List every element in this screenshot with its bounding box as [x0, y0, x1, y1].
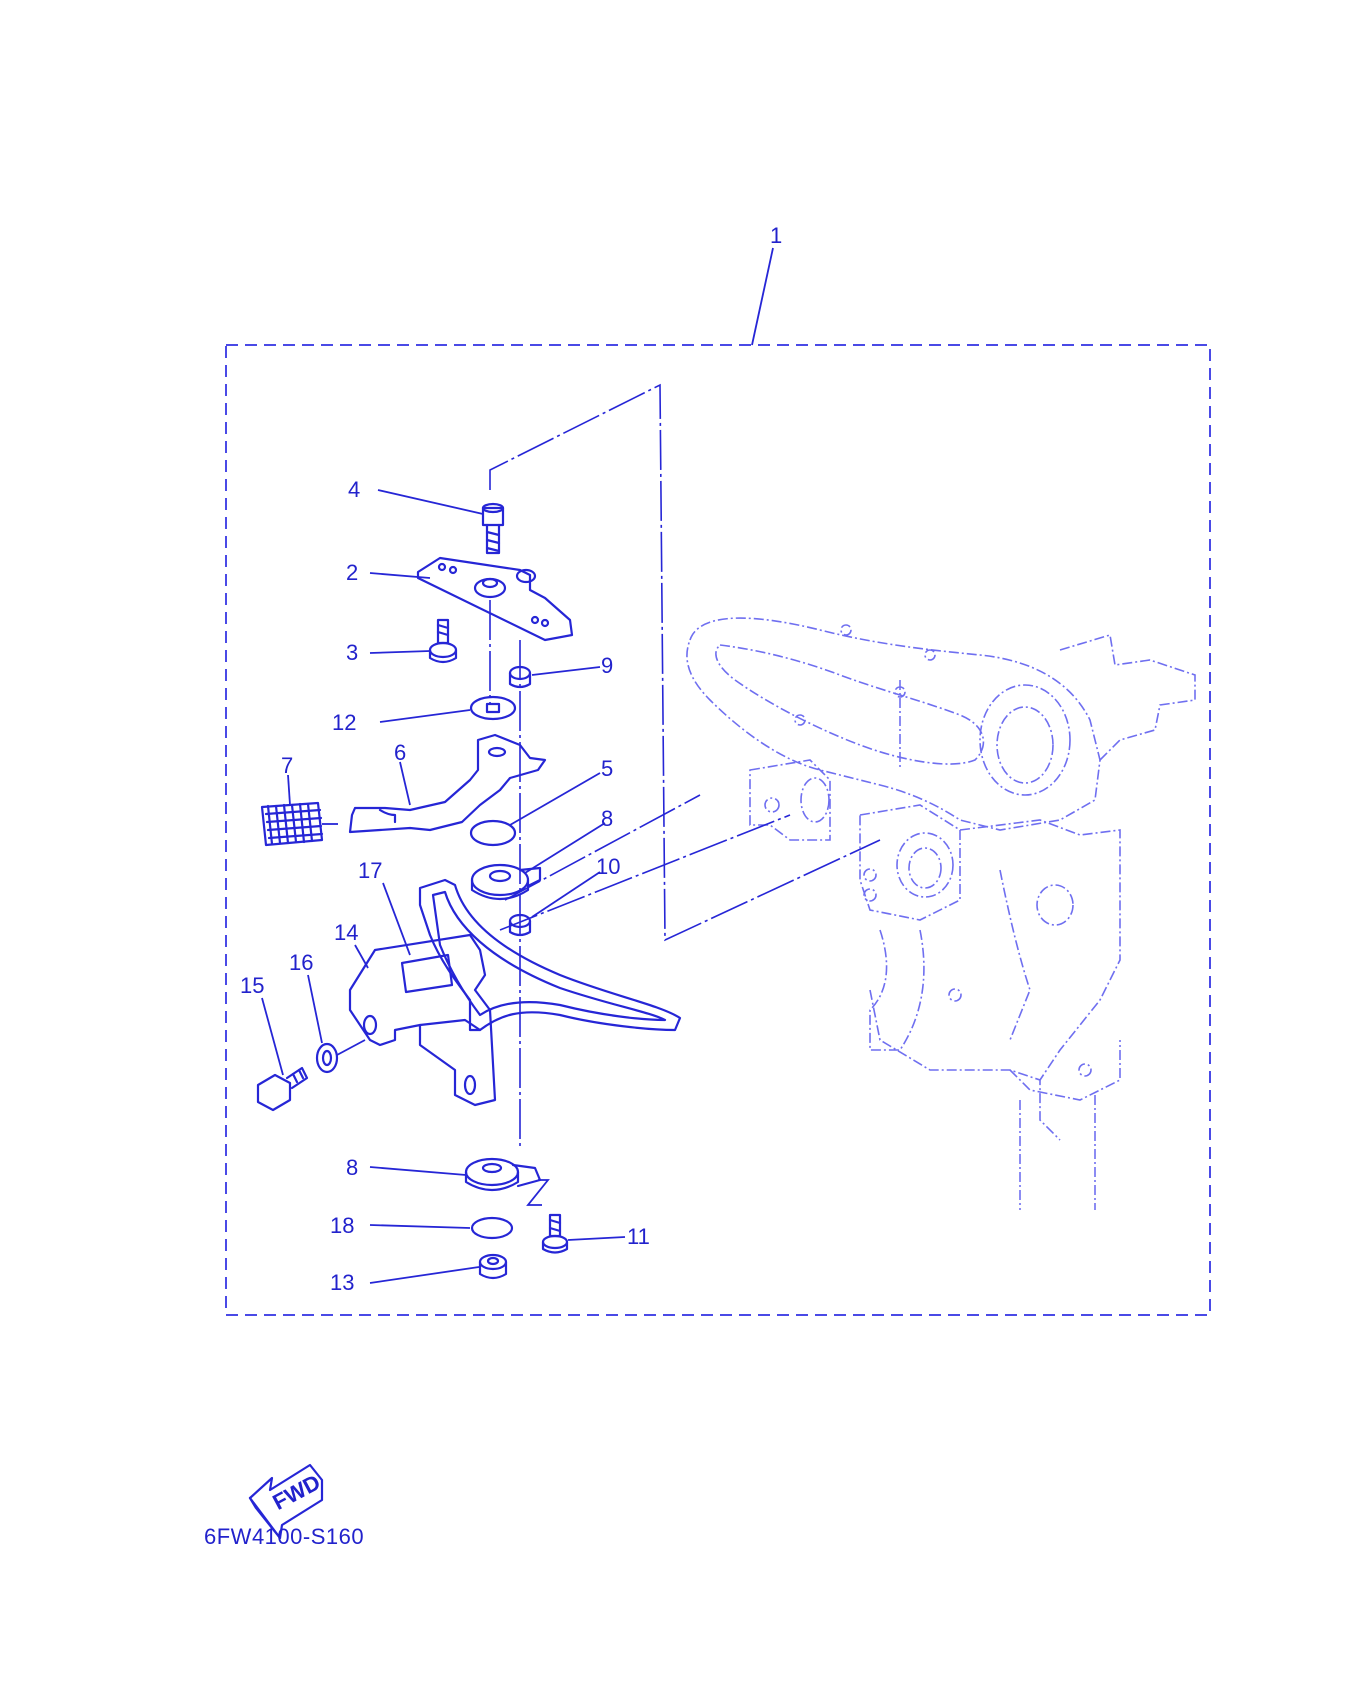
callout-14: 14 [334, 920, 358, 945]
collar-part-10 [508, 913, 532, 937]
washer-part-18 [470, 1216, 514, 1240]
bolt-part-4 [481, 502, 505, 555]
callout-11: 11 [627, 1224, 650, 1249]
collar-part-9 [508, 665, 532, 689]
guide-plate-part-17 [418, 878, 682, 1032]
diagram-code: 6FW4100-S160 [204, 1524, 365, 1549]
callout-15: 15 [240, 973, 264, 998]
callout-6: 6 [394, 740, 406, 765]
callout-2: 2 [346, 560, 358, 585]
callout-5: 5 [601, 756, 613, 781]
bracket-part-14 [348, 933, 497, 1107]
callout-labels: 1 2 3 4 5 6 7 8 9 10 11 12 13 14 15 16 1… [240, 223, 782, 1295]
screw-part-11 [541, 1213, 569, 1254]
bracket-assembly-outline [686, 617, 1196, 1210]
callout-17: 17 [358, 858, 382, 883]
callout-18: 18 [330, 1213, 354, 1238]
screw-part-3 [428, 618, 458, 664]
washer-part-12 [469, 695, 517, 721]
callout-4: 4 [348, 477, 360, 502]
washer-part-16 [315, 1042, 339, 1074]
callout-3: 3 [346, 640, 358, 665]
plate-part-2 [416, 556, 574, 642]
callout-9: 9 [601, 653, 613, 678]
spring-part-7 [260, 801, 324, 847]
assembly-boundary [225, 344, 1211, 1316]
callout-8-lower: 8 [346, 1155, 358, 1180]
callout-10: 10 [596, 854, 620, 879]
callout-1: 1 [770, 223, 782, 248]
washer-part-5 [469, 819, 517, 847]
lever-part-6 [348, 733, 547, 834]
reference-line-mid [499, 814, 791, 931]
zigzag-connector [526, 1179, 550, 1206]
bushing-part-8-lower [464, 1157, 542, 1192]
callout-12: 12 [332, 710, 356, 735]
callout-7: 7 [281, 753, 293, 778]
fwd-label: FWD [268, 1469, 324, 1515]
bolt-part-15 [256, 1066, 309, 1112]
reference-line-low [504, 794, 701, 901]
reference-line-top [489, 383, 881, 942]
callout-16: 16 [289, 950, 313, 975]
callout-8-upper: 8 [601, 806, 613, 831]
leader-lines [261, 247, 774, 1284]
callout-13: 13 [330, 1270, 354, 1295]
nut-part-13 [478, 1253, 508, 1280]
